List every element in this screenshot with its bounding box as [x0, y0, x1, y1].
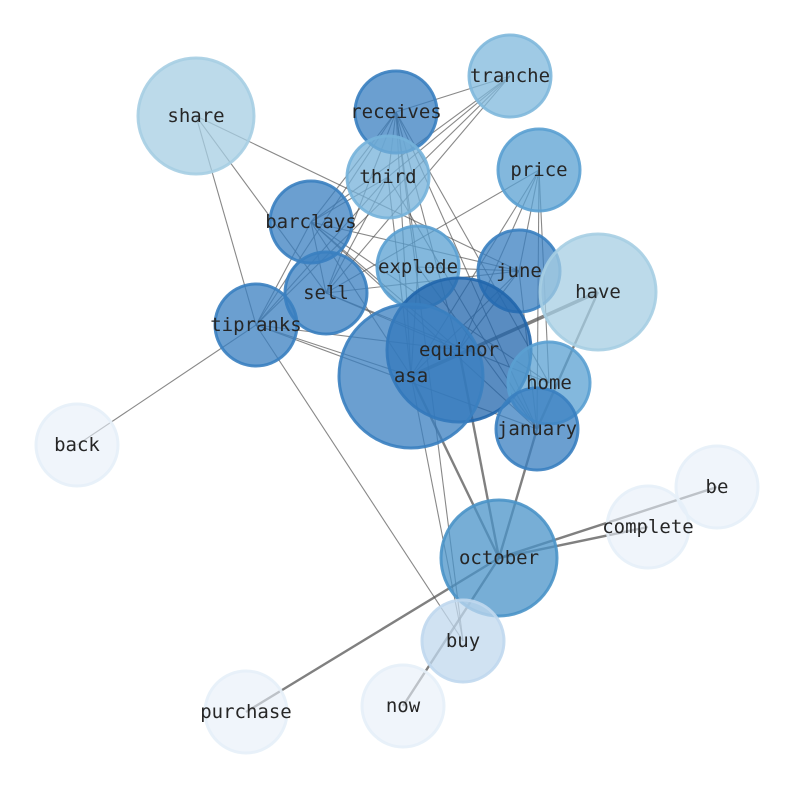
node-third[interactable]	[345, 134, 431, 220]
node-label: january	[497, 418, 577, 440]
node-share[interactable]	[136, 56, 256, 176]
node-october[interactable]	[439, 498, 559, 618]
node-price[interactable]	[496, 127, 582, 213]
node-label: tranche	[470, 65, 550, 87]
node-be[interactable]	[674, 444, 760, 530]
node-label: share	[167, 105, 224, 127]
node-asa[interactable]	[337, 302, 485, 450]
node-label: have	[575, 281, 621, 303]
node-label: receives	[350, 101, 442, 123]
node-have[interactable]	[538, 232, 658, 352]
node-label: purchase	[200, 701, 292, 723]
node-label: barclays	[265, 211, 357, 233]
node-tipranks[interactable]	[213, 282, 299, 368]
node-now[interactable]	[360, 663, 446, 749]
node-label: price	[510, 159, 567, 181]
node-label: october	[459, 547, 539, 569]
node-sell[interactable]	[283, 250, 369, 336]
node-purchase[interactable]	[203, 669, 289, 755]
labels-layer: share receives tranche third price barclays ex…	[54, 65, 728, 723]
node-label: sell	[303, 282, 349, 304]
node-label: tipranks	[210, 314, 302, 336]
node-label: explode	[378, 256, 458, 278]
node-label: equinor	[419, 339, 499, 361]
node-label: home	[526, 372, 572, 394]
node-tranche[interactable]	[467, 33, 553, 119]
node-january[interactable]	[494, 386, 580, 472]
node-complete[interactable]	[605, 484, 691, 570]
node-label: third	[359, 166, 416, 188]
nodes-layer	[34, 33, 760, 755]
node-label: buy	[446, 630, 480, 652]
node-label: be	[706, 476, 729, 498]
node-label: now	[386, 695, 421, 717]
node-back[interactable]	[34, 402, 120, 488]
node-label: complete	[602, 516, 694, 538]
node-label: back	[54, 434, 100, 456]
edge-tipranks-buy	[255, 324, 464, 642]
node-label: asa	[394, 365, 428, 387]
node-buy[interactable]	[420, 598, 506, 684]
node-label: june	[496, 260, 542, 282]
